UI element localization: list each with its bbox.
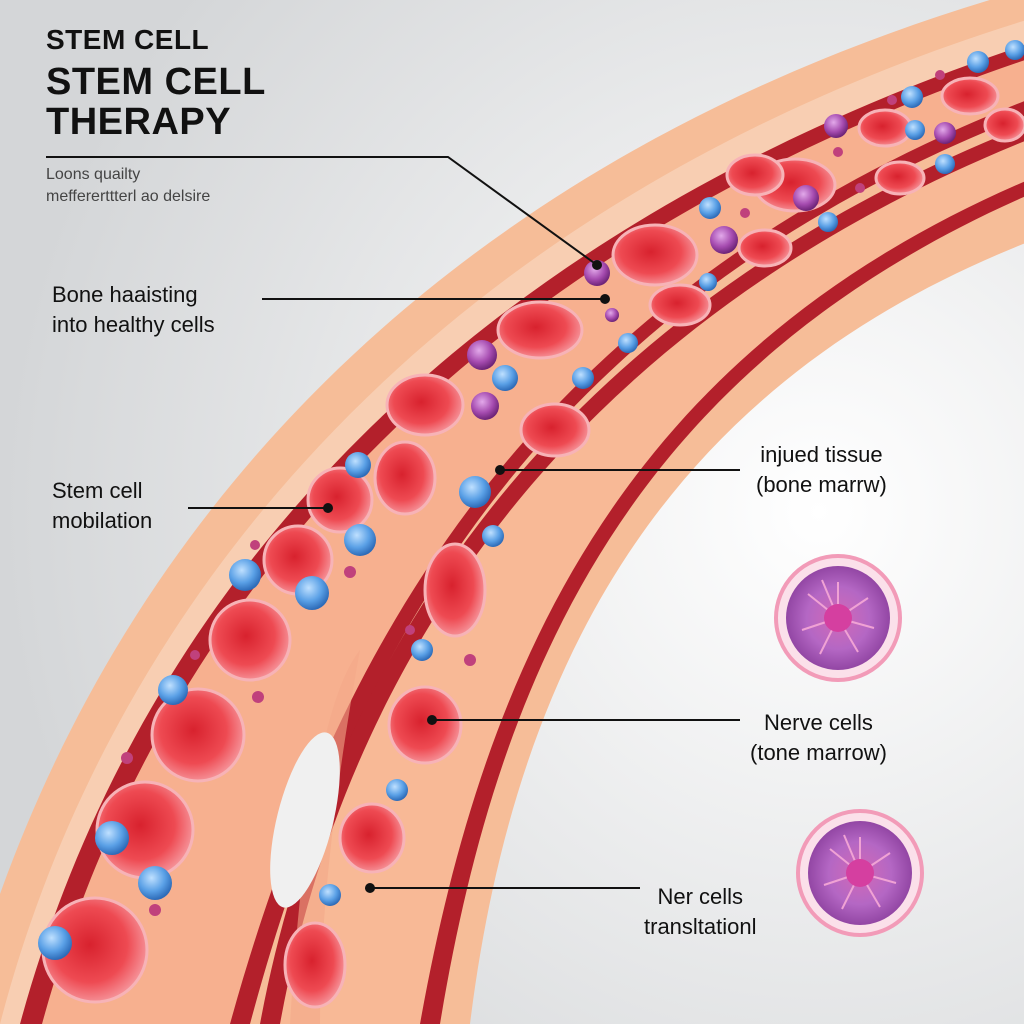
right-vessel-lumen (280, 141, 1024, 1024)
subtitle-line-1: Loons quailty (46, 166, 141, 183)
leader-dot-nerve (427, 715, 437, 725)
nerve-cell-bottom (796, 809, 924, 937)
subtitle: Loons quailty meffererttterl ao delsire (46, 164, 210, 208)
label-nerve-line-1: Nerve cells (764, 710, 873, 735)
label-nerve-cells: Nerve cells (tone marrow) (750, 708, 887, 768)
label-bone-line-2: into healthy cells (52, 312, 215, 337)
title-line-2: THERAPY (46, 101, 232, 143)
label-ner-line-1: Ner cells (657, 884, 744, 909)
label-injured-tissue: injued tissue (bone marrw) (756, 440, 887, 500)
label-injured-line-2: (bone marrw) (756, 472, 887, 497)
leader-dot-subtitle (592, 260, 602, 270)
label-stem-cell: Stem cell mobilation (52, 476, 152, 536)
leader-dot-ner (365, 883, 375, 893)
label-stem-line-2: mobilation (52, 508, 153, 533)
leader-dot-injured (495, 465, 505, 475)
subtitle-line-2: meffererttterl ao delsire (46, 188, 211, 205)
nerve-cell-top (774, 554, 902, 682)
label-stem-line-1: Stem cell (52, 478, 143, 503)
label-injured-line-1: injued tissue (760, 442, 883, 467)
vessel-fork-hole (270, 732, 340, 908)
title-small: STEM CELL (46, 24, 210, 55)
label-nerve-line-2: (tone marrow) (750, 740, 887, 765)
leader-line-subtitle (46, 156, 598, 266)
label-bone: Bone haaisting into healthy cells (52, 280, 215, 340)
title-line-1: STEM CELL (46, 61, 266, 103)
page-title: STEM CELL THERAPY (46, 62, 266, 142)
label-ner-line-2: transltationl (644, 914, 757, 939)
label-ner-cells: Ner cells transltationl (644, 882, 757, 942)
blue-stem-cells (38, 40, 1024, 960)
leader-dot-bone (600, 294, 610, 304)
leader-dot-stem (323, 503, 333, 513)
purple-cells (121, 70, 956, 916)
label-bone-line-1: Bone haaisting (52, 282, 198, 307)
